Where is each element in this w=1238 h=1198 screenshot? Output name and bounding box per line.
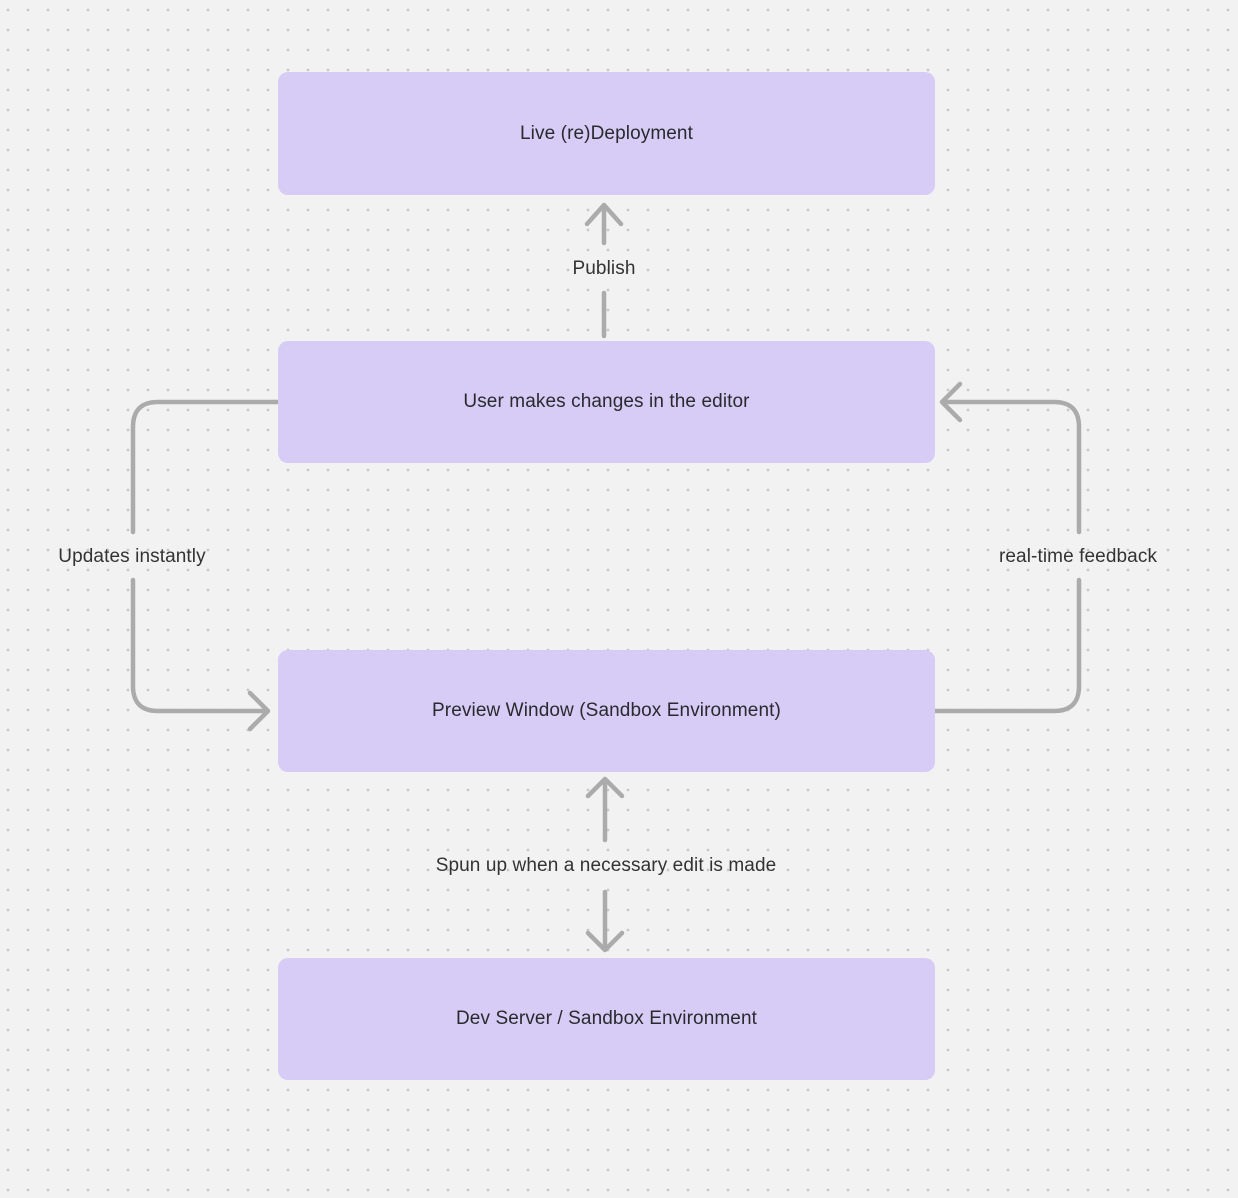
edge-updates-instantly-lower <box>130 577 266 714</box>
node-dev-server[interactable]: Dev Server / Sandbox Environment <box>278 958 935 1080</box>
edge-updates-instantly-arrowhead-icon <box>247 690 271 732</box>
edge-label-realtime-feedback: real-time feedback <box>998 546 1158 567</box>
node-live-redeployment[interactable]: Live (re)Deployment <box>278 72 935 195</box>
edge-label-publish: Publish <box>572 258 636 279</box>
node-preview-window-label: Preview Window (Sandbox Environment) <box>432 700 781 721</box>
edge-spun-up-arrowhead-up-icon <box>585 776 625 799</box>
node-user-editor-label: User makes changes in the editor <box>463 391 750 412</box>
node-live-redeployment-label: Live (re)Deployment <box>520 122 693 144</box>
edge-label-updates-instantly: Updates instantly <box>58 546 206 567</box>
edge-realtime-feedback-arrowhead-icon <box>939 381 963 423</box>
edge-publish-arrowhead-icon <box>584 202 624 227</box>
node-user-editor[interactable]: User makes changes in the editor <box>278 341 935 463</box>
edge-label-spun-up: Spun up when a necessary edit is made <box>435 855 777 876</box>
edge-realtime-feedback-lower <box>932 577 1082 714</box>
edge-updates-instantly-upper <box>130 399 281 535</box>
edge-realtime-feedback-upper <box>943 399 1082 535</box>
edge-spun-up-arrowhead-down-icon <box>585 930 625 953</box>
node-dev-server-label: Dev Server / Sandbox Environment <box>455 1008 757 1029</box>
node-preview-window[interactable]: Preview Window (Sandbox Environment) <box>278 650 935 772</box>
